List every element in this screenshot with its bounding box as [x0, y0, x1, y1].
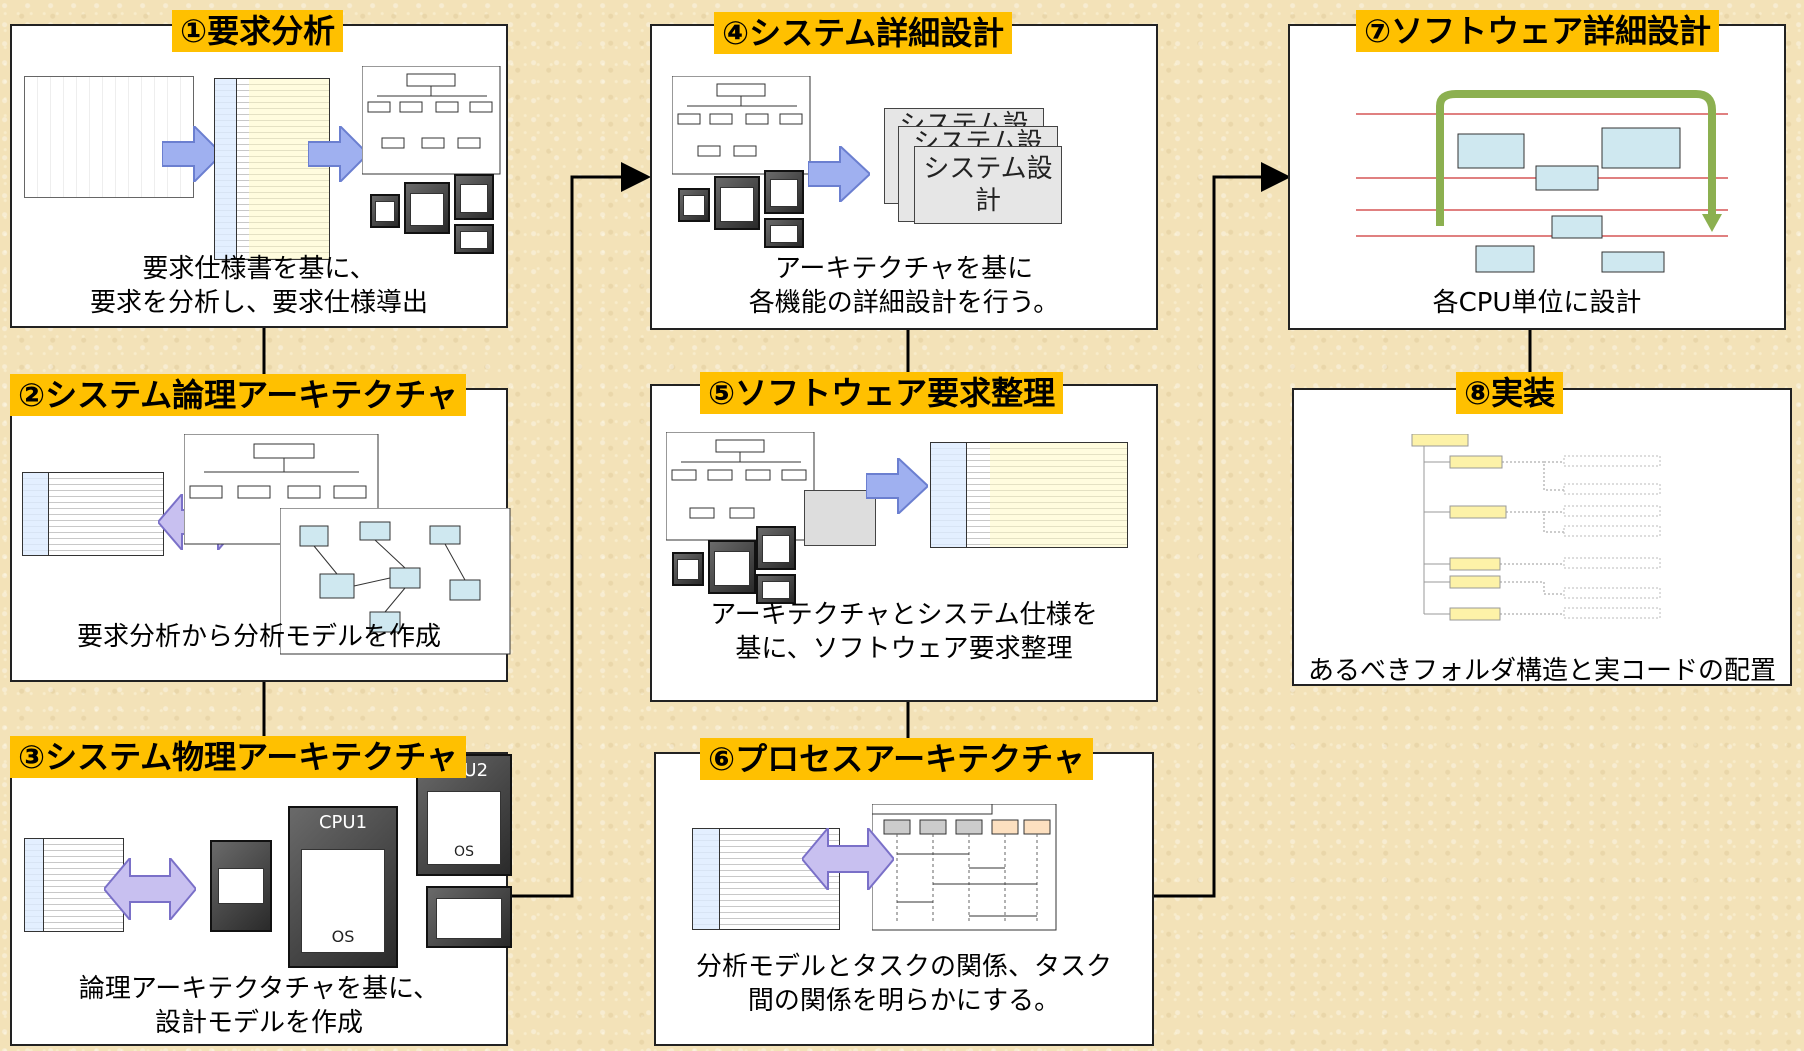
analysis-model-diagram: [280, 508, 511, 655]
panel-caption: アーキテクチャとシステム仕様を基に、ソフトウェア要求整理: [710, 600, 1098, 664]
device-icon: [454, 224, 494, 254]
forward-arrow-icon: [866, 458, 928, 514]
software-layer-diagram: [1356, 86, 1728, 276]
forward-arrow-icon: [162, 126, 222, 182]
panel-caption: 分析モデルとタスクの関係、タスク間の関係を明らかにする。: [695, 952, 1112, 1016]
block-icon: [210, 840, 272, 932]
panel-caption: 要求仕様書を基に、要求を分析し、要求仕様導出: [89, 254, 428, 318]
panel-implementation: あるべきフォルダ構造と実コードの配置: [1292, 388, 1792, 686]
panel-system-detailed-design: システム設 システム設 システム設計 アーキテクチャを基に各機能の詳細設計を行う…: [650, 24, 1158, 330]
panel-title-requirements-analysis: ①要求分析: [172, 10, 344, 52]
block-icon: [672, 552, 704, 586]
panel-process-architecture: 分析モデルとタスクの関係、タスク間の関係を明らかにする。: [654, 752, 1154, 1046]
panel-caption: アーキテクチャを基に各機能の詳細設計を行う。: [748, 254, 1060, 318]
device-icon: [764, 218, 804, 248]
cpu1-cube: CPU1 OS: [288, 806, 398, 968]
panel-logical-architecture: 要求分析から分析モデルを作成: [10, 388, 511, 682]
cpu1-icon: [404, 182, 450, 234]
panel-caption: 各CPU単位に設計: [1432, 288, 1642, 318]
panel-title-logical-architecture: ②システム論理アーキテクチャ: [10, 374, 466, 416]
forward-arrow-icon: [308, 126, 368, 182]
panel-caption: 要求分析から分析モデルを作成: [76, 622, 441, 652]
cpu1-label: CPU1: [318, 812, 368, 833]
bidirectional-arrow-icon: [802, 828, 894, 890]
system-spec-stack: [804, 490, 876, 546]
block-icon: [678, 188, 710, 222]
bidirectional-arrow-icon: [104, 858, 196, 920]
sequence-diagram: [872, 804, 1057, 931]
panel-title-physical-architecture: ③システム物理アーキテクチャ: [10, 736, 466, 778]
requirements-table-thumbnail: [22, 472, 164, 556]
requirements-doc-thumbnail: [24, 76, 194, 198]
device-cube: [426, 886, 512, 948]
block-icon: [370, 194, 400, 228]
panel-physical-architecture: CPU1 OS CPU2 OS 論理アーキテクタチャを基に、設計モデルを作成: [10, 752, 512, 1046]
system-design-doc-front: システム設計: [914, 146, 1062, 224]
os-label: OS: [454, 844, 474, 860]
panel-title-software-requirements: ⑤ソフトウェア要求整理: [700, 372, 1064, 414]
software-requirements-table: [930, 442, 1128, 548]
panel-title-software-detailed-design: ⑦ソフトウェア詳細設計: [1356, 10, 1720, 52]
device-icon: [756, 574, 796, 604]
panel-software-detailed-design: 各CPU単位に設計: [1288, 24, 1786, 330]
panel-title-system-detailed-design: ④システム詳細設計: [714, 12, 1013, 54]
panel-software-requirements: アーキテクチャとシステム仕様を基に、ソフトウェア要求整理: [650, 384, 1158, 702]
panel-caption: 論理アーキテクタチャを基に、設計モデルを作成: [78, 974, 440, 1038]
folder-structure-diagram: [1404, 434, 1734, 644]
cpu2-icon: [454, 174, 494, 220]
panel-title-process-architecture: ⑥プロセスアーキテクチャ: [700, 738, 1093, 780]
panel-requirements-analysis: 要求仕様書を基に、要求を分析し、要求仕様導出: [10, 24, 508, 328]
cpu1-icon: [714, 176, 760, 230]
panel-caption: あるべきフォルダ構造と実コードの配置: [1307, 656, 1776, 686]
cpu2-icon: [764, 170, 804, 214]
requirements-table-thumbnail: [214, 78, 330, 260]
function-tree-diagram: [362, 66, 501, 175]
forward-arrow-icon: [808, 146, 870, 202]
os-label: OS: [331, 927, 355, 946]
function-tree-diagram: [672, 76, 811, 175]
panel-title-implementation: ⑧実装: [1456, 372, 1564, 414]
cpu1-icon: [708, 540, 756, 594]
cpu2-icon: [756, 526, 796, 570]
